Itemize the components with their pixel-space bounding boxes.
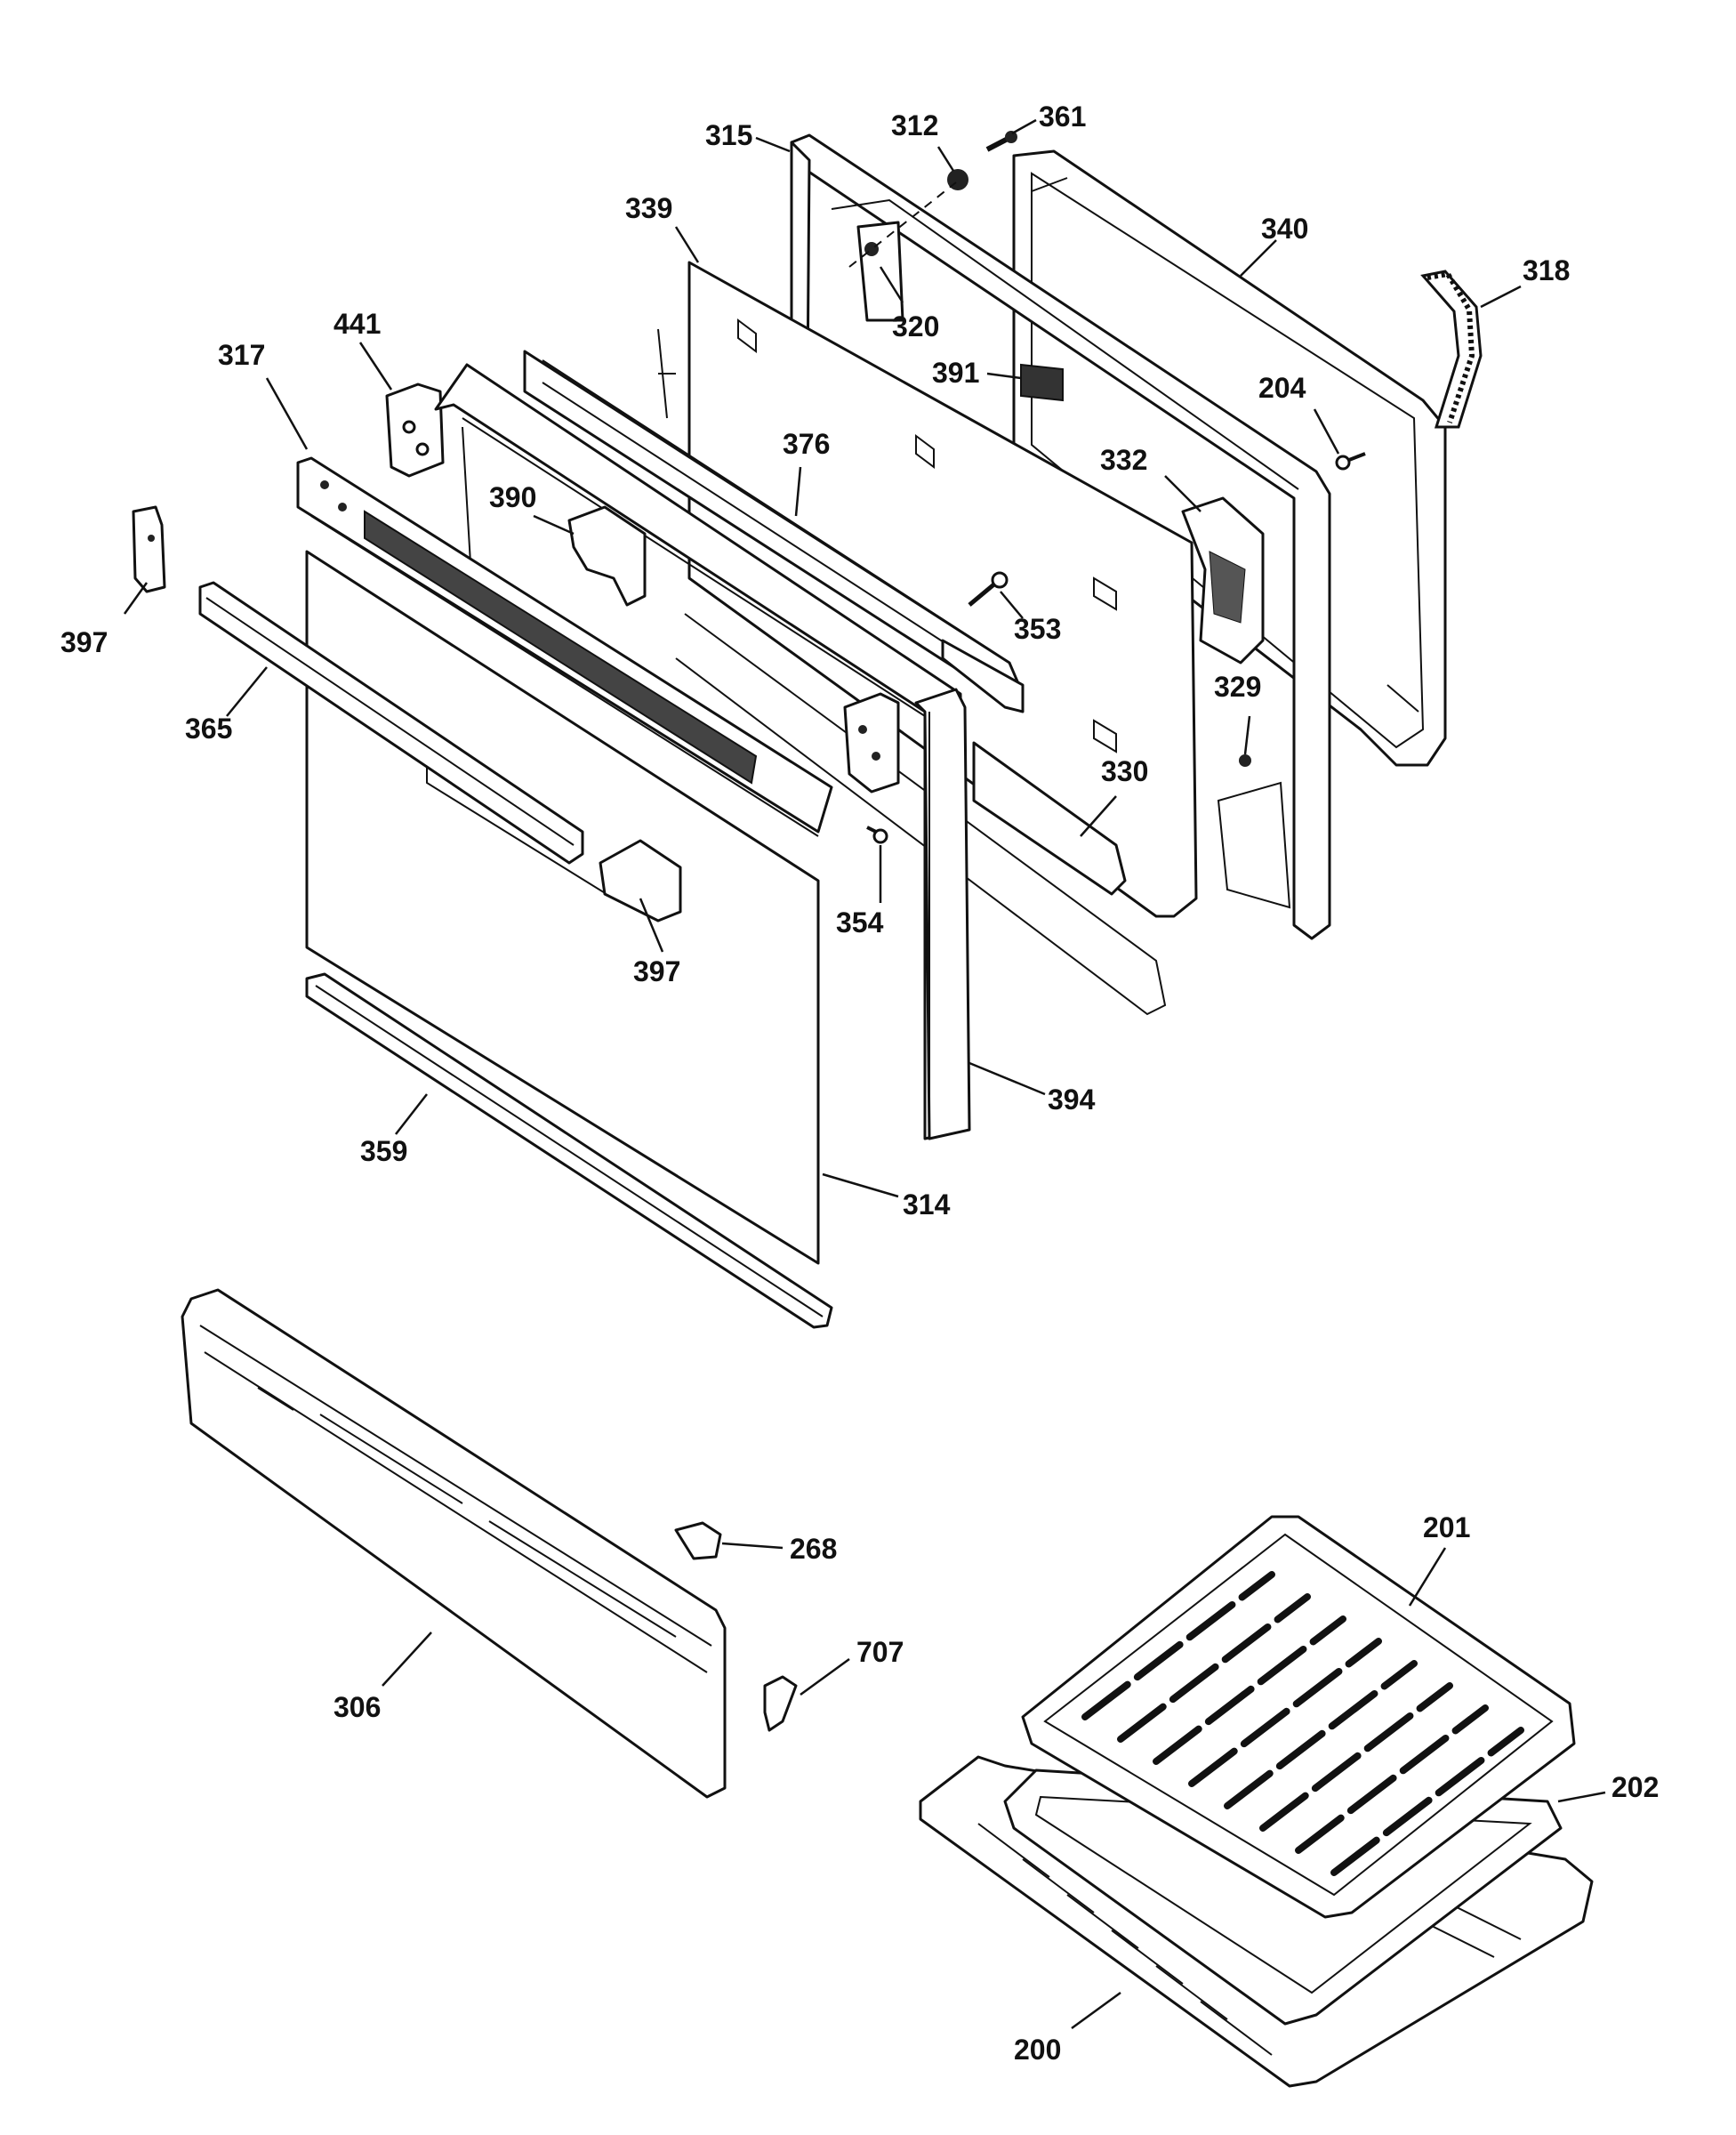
part-320-hinge-bracket <box>856 221 904 322</box>
part-397-end-cap <box>599 839 682 922</box>
part-365-handle <box>198 581 584 865</box>
part-361-screw <box>985 131 1017 152</box>
callout-390: 390 <box>489 481 536 513</box>
callout-397-left: 397 <box>60 626 108 658</box>
part-391-label <box>1020 363 1064 402</box>
callout-354: 354 <box>836 906 884 939</box>
callout-315: 315 <box>705 119 752 151</box>
callout-320: 320 <box>892 310 939 342</box>
part-394-side-trim <box>914 688 971 1140</box>
part-329-screw <box>1239 754 1251 767</box>
part-right-hinge-bracket <box>843 692 900 794</box>
callout-204: 204 <box>1258 372 1306 404</box>
callout-394: 394 <box>1048 1084 1096 1116</box>
callout-397-handle: 397 <box>633 955 680 987</box>
callout-314: 314 <box>903 1188 951 1221</box>
callout-201: 201 <box>1423 1511 1470 1543</box>
part-353-screw <box>968 571 1009 607</box>
callout-306: 306 <box>334 1691 381 1723</box>
part-332-insulation <box>1181 496 1265 665</box>
part-376-glass-frame <box>523 350 1025 713</box>
part-318-gasket <box>1420 270 1483 429</box>
leader-lines <box>123 118 1606 2030</box>
part-354-screw <box>866 826 888 844</box>
callout-317: 317 <box>218 339 265 371</box>
callout-353: 353 <box>1014 613 1061 645</box>
part-707-bracket <box>763 1675 798 1732</box>
callout-312: 312 <box>891 109 938 141</box>
part-359-bottom-trim <box>305 972 833 1329</box>
callout-376: 376 <box>783 428 830 460</box>
part-306-drawer-panel <box>181 1288 727 1799</box>
part-330-vent-panel <box>972 741 1127 896</box>
part-441-hinge-bracket <box>385 383 445 478</box>
callout-391: 391 <box>932 357 979 389</box>
callout-361: 361 <box>1039 101 1086 133</box>
callout-318: 318 <box>1523 254 1570 286</box>
part-390-bracket <box>567 505 647 607</box>
callout-359: 359 <box>360 1135 407 1167</box>
callout-329: 329 <box>1214 671 1261 703</box>
callout-332: 332 <box>1100 444 1147 476</box>
callout-202: 202 <box>1611 1771 1659 1803</box>
callout-365: 365 <box>185 713 232 745</box>
callout-330: 330 <box>1101 755 1148 787</box>
part-317-vent-strip <box>296 456 833 837</box>
callout-268: 268 <box>790 1533 837 1565</box>
part-201-broiler-grid <box>1021 1515 1576 1919</box>
part-339-heat-shield <box>657 261 1198 1016</box>
part-204-screw <box>1335 452 1366 471</box>
callout-200: 200 <box>1014 2034 1061 2066</box>
part-397-latch <box>132 505 166 593</box>
callout-labels: 315 312 361 339 340 318 320 441 317 391 … <box>60 101 1659 2066</box>
callout-340: 340 <box>1261 213 1308 245</box>
part-315-inner-door-frame <box>790 133 1331 940</box>
callout-707: 707 <box>856 1636 904 1668</box>
callout-441: 441 <box>334 308 381 340</box>
part-268-bracket <box>674 1521 722 1560</box>
callout-339: 339 <box>625 192 672 224</box>
